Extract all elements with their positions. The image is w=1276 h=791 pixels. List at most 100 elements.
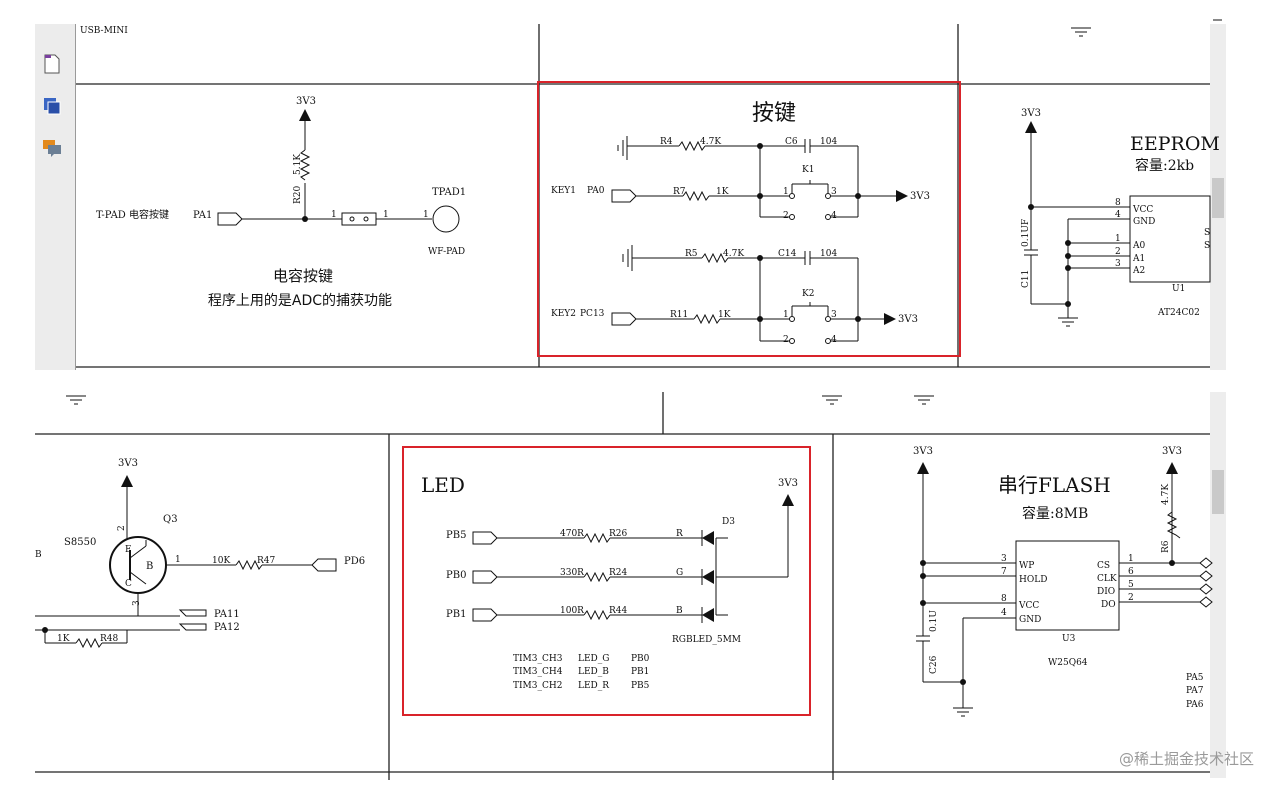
svg-text:3V3: 3V3 <box>118 458 138 469</box>
svg-text:RGBLED_5MM: RGBLED_5MM <box>672 635 741 645</box>
svg-text:1K: 1K <box>57 634 70 644</box>
svg-text:330R: 330R <box>560 568 584 578</box>
svg-text:6: 6 <box>1128 567 1134 577</box>
svg-text:3V3: 3V3 <box>1021 108 1041 119</box>
svg-text:S: S <box>1204 228 1210 238</box>
ground-symbol <box>913 395 935 405</box>
tpad-circuit: 3V3 5.1K R20 T-PAD 电容按键 PA1 1 1 1 TPAD1 … <box>96 96 466 309</box>
svg-text:CS: CS <box>1097 561 1110 571</box>
svg-text:G: G <box>676 568 683 578</box>
svg-text:4.7K: 4.7K <box>723 249 744 259</box>
svg-text:3V3: 3V3 <box>910 191 930 202</box>
svg-text:2: 2 <box>1115 247 1121 257</box>
svg-text:DO: DO <box>1101 600 1116 610</box>
keys-title: 按键 <box>752 101 796 126</box>
svg-text:PB1: PB1 <box>446 609 466 620</box>
svg-text:U1: U1 <box>1172 284 1185 294</box>
svg-text:C6: C6 <box>785 137 798 147</box>
svg-text:R47: R47 <box>257 556 276 566</box>
svg-text:GND: GND <box>1019 615 1041 625</box>
keys-circuit: 按键 R4 4.7K C6 104 K1 KEY1 PA0 R7 1K 1 3 … <box>551 101 930 345</box>
svg-text:W25Q64: W25Q64 <box>1048 658 1088 668</box>
svg-text:C11: C11 <box>1021 270 1031 288</box>
svg-text:C26: C26 <box>929 655 939 674</box>
svg-text:PA12: PA12 <box>214 622 240 633</box>
svg-text:3V3: 3V3 <box>913 446 933 457</box>
svg-text:10K: 10K <box>212 556 230 566</box>
svg-text:470R: 470R <box>560 529 584 539</box>
svg-text:B: B <box>146 561 153 572</box>
transistor-circuit: 3V3 S8550 Q3 B E C 2 3 1 10K R47 PD6 PA1… <box>35 458 365 649</box>
svg-text:4: 4 <box>1001 608 1007 618</box>
eeprom-circuit: EEPROM 容量:2kb 3V3 0.1UF C11 8 VCC 4 GND … <box>1021 108 1220 327</box>
svg-text:4: 4 <box>831 211 837 221</box>
svg-text:104: 104 <box>820 249 837 259</box>
svg-text:R4: R4 <box>660 137 673 147</box>
svg-text:PA11: PA11 <box>214 609 240 620</box>
svg-text:LED_R: LED_R <box>578 681 609 691</box>
svg-text:A0: A0 <box>1132 241 1145 251</box>
svg-text:R48: R48 <box>100 634 119 644</box>
tpad-ref: TPAD1 <box>432 187 466 198</box>
svg-text:PC13: PC13 <box>580 309 605 319</box>
svg-text:TIM3_CH3: TIM3_CH3 <box>513 654 563 664</box>
svg-text:A2: A2 <box>1132 266 1145 276</box>
svg-text:CLK: CLK <box>1097 574 1117 584</box>
svg-text:1: 1 <box>783 310 789 320</box>
svg-text:R11: R11 <box>670 310 688 320</box>
svg-text:VCC: VCC <box>1132 205 1153 215</box>
svg-text:8: 8 <box>1115 198 1121 208</box>
svg-text:100R: 100R <box>560 606 584 616</box>
led-highlight-box <box>402 446 811 716</box>
tpad-caption: 电容按键 <box>273 267 333 285</box>
svg-text:AT24C02: AT24C02 <box>1157 308 1200 318</box>
ground-symbol <box>65 395 87 405</box>
svg-text:TIM3_CH4: TIM3_CH4 <box>513 667 563 677</box>
led-circuit: LED 3V3 D3 RGBLED_5MM PB5 470R R26 R PB0… <box>421 473 798 691</box>
svg-text:8: 8 <box>1001 594 1007 604</box>
tpad-caption-note: 程序上用的是ADC的捕获功能 <box>208 293 392 309</box>
svg-text:LED_G: LED_G <box>578 654 609 664</box>
svg-text:VCC: VCC <box>1018 601 1039 611</box>
svg-text:0.1UF: 0.1UF <box>1021 219 1031 247</box>
svg-text:1K: 1K <box>718 310 731 320</box>
supply-label: 3V3 <box>296 96 316 107</box>
svg-text:C14: C14 <box>778 249 797 259</box>
svg-text:R6: R6 <box>1161 540 1171 553</box>
copy-pages-icon[interactable] <box>42 96 62 116</box>
svg-text:S8550: S8550 <box>64 537 96 548</box>
svg-text:B: B <box>676 606 683 616</box>
svg-text:PB0: PB0 <box>631 654 650 664</box>
svg-text:PB5: PB5 <box>446 530 466 541</box>
svg-text:PA5: PA5 <box>1186 673 1204 683</box>
svg-text:PA6: PA6 <box>1186 700 1204 710</box>
svg-text:R: R <box>676 529 683 539</box>
svg-text:1: 1 <box>175 555 181 565</box>
svg-text:2: 2 <box>783 335 789 345</box>
svg-text:2: 2 <box>783 211 789 221</box>
svg-text:R44: R44 <box>609 606 628 616</box>
comment-icon[interactable] <box>42 138 62 158</box>
svg-text:HOLD: HOLD <box>1019 575 1047 585</box>
svg-text:U3: U3 <box>1062 634 1076 644</box>
svg-text:4: 4 <box>1115 210 1121 220</box>
eeprom-capacity: 容量:2kb <box>1135 157 1194 174</box>
keys-highlight-box <box>537 81 961 357</box>
svg-text:3: 3 <box>831 187 837 197</box>
svg-text:1: 1 <box>331 210 337 220</box>
usb-mini-label: USB-MINI <box>80 26 128 36</box>
svg-text:R7: R7 <box>673 187 686 197</box>
svg-text:1: 1 <box>783 187 789 197</box>
svg-text:K2: K2 <box>802 289 814 299</box>
svg-text:5: 5 <box>1128 580 1134 590</box>
page-icon[interactable] <box>42 54 62 74</box>
svg-text:PB5: PB5 <box>631 681 650 691</box>
svg-text:3: 3 <box>831 310 837 320</box>
svg-text:1: 1 <box>1128 554 1134 564</box>
eeprom-title: EEPROM <box>1130 133 1220 155</box>
svg-text:GND: GND <box>1133 217 1155 227</box>
svg-text:PA0: PA0 <box>587 186 605 196</box>
svg-text:104: 104 <box>820 137 837 147</box>
flash-title: 串行FLASH <box>998 473 1111 497</box>
svg-text:3V3: 3V3 <box>898 314 918 325</box>
